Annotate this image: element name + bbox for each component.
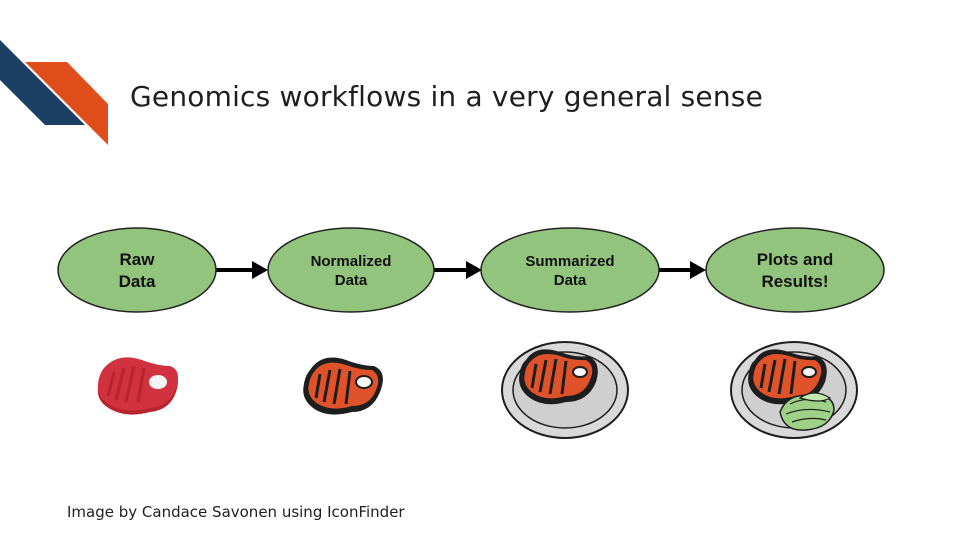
logo-orange-stripe bbox=[25, 62, 108, 145]
raw-steak-icon bbox=[97, 357, 178, 415]
node-plots-and-results: Plots and Results! bbox=[705, 227, 885, 313]
node-label-line1: Normalized bbox=[311, 253, 392, 270]
steak-with-salad-plate-icon bbox=[730, 341, 858, 439]
image-credit-caption: Image by Candace Savonen using IconFinde… bbox=[67, 503, 405, 521]
node-raw-data: Raw Data bbox=[57, 227, 217, 313]
salad-icon bbox=[779, 392, 835, 431]
node-label-line1: Raw bbox=[120, 250, 156, 269]
logo-navy-stripe bbox=[0, 40, 85, 125]
cooked-steak-icon bbox=[303, 357, 383, 415]
node-summarized-data: Summarized Data bbox=[480, 227, 660, 313]
corner-logo bbox=[0, 40, 108, 145]
arrow-normalized-to-summarized bbox=[434, 261, 482, 279]
steak-on-plate-icon bbox=[501, 341, 629, 439]
node-label-line1: Plots and bbox=[757, 250, 834, 269]
node-label-line2: Data bbox=[335, 272, 368, 289]
node-normalized-data: Normalized Data bbox=[267, 227, 435, 313]
node-label-line2: Data bbox=[119, 272, 156, 291]
arrow-summarized-to-results bbox=[659, 261, 706, 279]
node-label-line2: Data bbox=[554, 272, 587, 289]
node-label-line2: Results! bbox=[761, 272, 828, 291]
slide-title: Genomics workflows in a very general sen… bbox=[130, 80, 764, 113]
arrow-raw-to-normalized bbox=[216, 261, 268, 279]
node-label-line1: Summarized bbox=[525, 253, 614, 270]
